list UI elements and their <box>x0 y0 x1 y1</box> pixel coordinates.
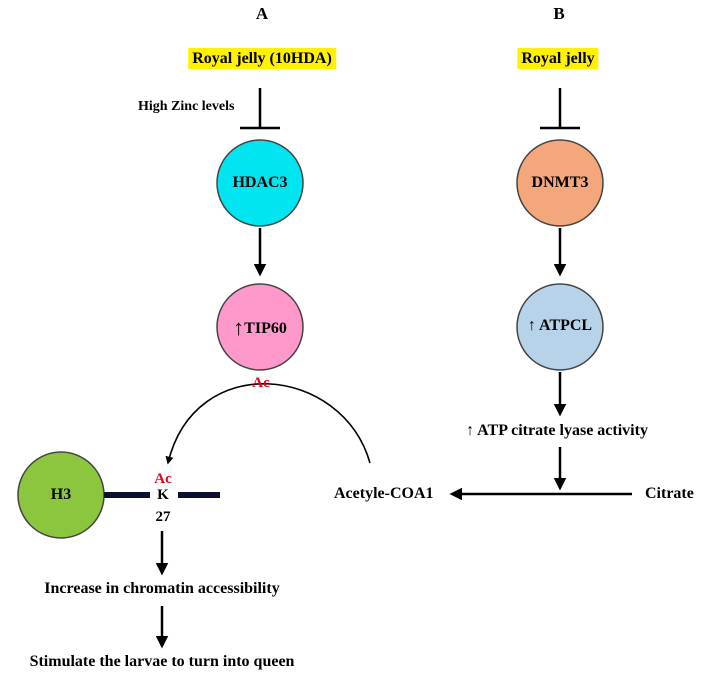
up-arrow-icon: ↑ <box>233 315 245 340</box>
high-zinc-label: High Zinc levels <box>138 99 235 114</box>
lysine-k-label: K <box>157 487 169 503</box>
royal-jelly-10hda-label: Royal jelly (10HDA) <box>188 48 336 69</box>
ac-label-top: Ac <box>252 375 270 391</box>
inhibition-bar-a <box>240 88 280 130</box>
dnmt3-label: DNMT3 <box>531 174 589 191</box>
tip60-label: ↑TIP60 <box>233 315 287 341</box>
citrate-label: Citrate <box>645 485 694 502</box>
acetylation-curve-arrow <box>165 383 371 465</box>
atpcl-label: ↑ ATPCL <box>527 317 593 334</box>
royal-jelly-label: Royal jelly <box>517 48 599 69</box>
chromatin-accessibility-label: Increase in chromatin accessibility <box>44 580 280 597</box>
ac-mark-on-lysine: Ac <box>154 471 172 487</box>
atpcl-node-circle <box>516 283 604 371</box>
hdac3-node-circle <box>216 139 304 227</box>
atp-citrate-lyase-activity-label: ↑ ATP citrate lyase activity <box>466 422 648 439</box>
panel-b-label: B <box>553 4 565 23</box>
lysine-position-label: 27 <box>155 509 171 525</box>
hdac3-label: HDAC3 <box>232 174 288 191</box>
royal-jelly-10hda-text: Royal jelly (10HDA) <box>188 48 336 69</box>
panel-a-label: A <box>255 4 269 23</box>
acetyl-coa-label: Acetyle-COA1 <box>334 485 434 502</box>
royal-jelly-text: Royal jelly <box>517 48 599 69</box>
larvae-queen-label: Stimulate the larvae to turn into queen <box>29 653 295 670</box>
inhibition-bar-b <box>540 88 580 130</box>
tip60-text: TIP60 <box>244 320 287 337</box>
h3-label: H3 <box>50 486 72 503</box>
tip60-node-circle <box>216 283 304 371</box>
dnmt3-node-circle <box>516 139 604 227</box>
